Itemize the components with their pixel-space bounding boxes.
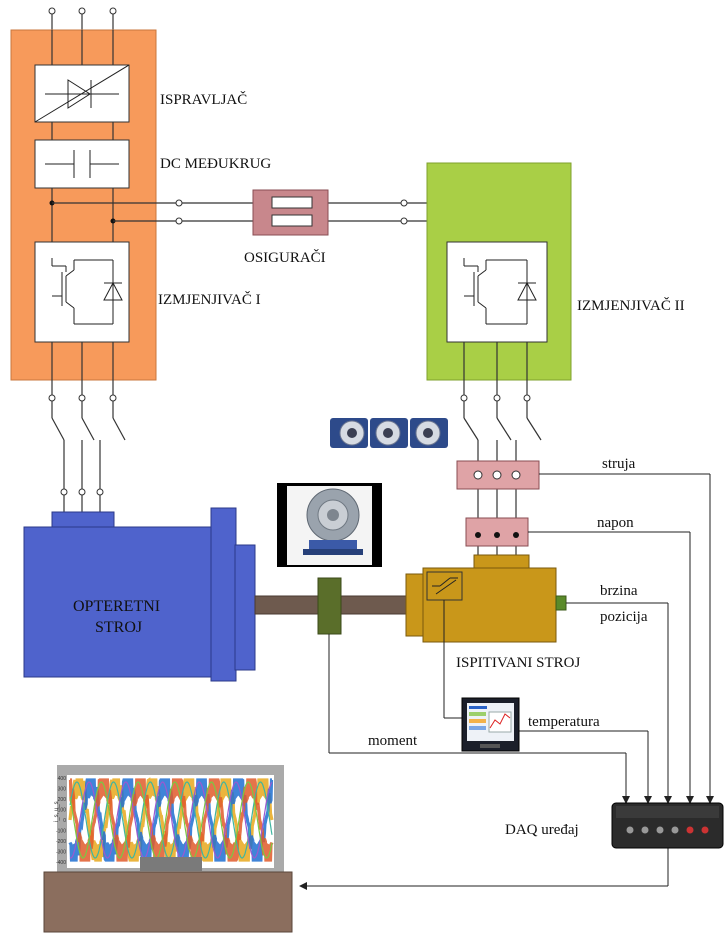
inverter-2-block <box>447 242 547 342</box>
monitor <box>44 770 292 932</box>
waveform-y-tick-label: 400 <box>58 776 67 782</box>
load-machine-label-line1: OPTERETNI <box>73 598 160 615</box>
torque-signal-label: moment <box>368 733 418 749</box>
waveform-y-tick-label: 300 <box>58 787 67 793</box>
torque-sensor-photo <box>277 483 382 567</box>
daq-label: DAQ uređaj <box>505 822 579 838</box>
waveform-y-tick-label: -100 <box>56 829 66 835</box>
daq-device <box>612 803 723 848</box>
dc-link-block <box>35 140 129 188</box>
torque-sensor <box>318 578 341 634</box>
inverter-1-label: IZMJENJIVAČ I <box>158 291 261 308</box>
current-sensor-box <box>457 461 539 489</box>
grid-input-lines <box>49 8 116 30</box>
waveform-y-label: i_s, u_s <box>54 801 60 822</box>
temperature-signal-label: temperatura <box>528 714 600 730</box>
speed-signal-label: brzina <box>600 583 638 599</box>
rectifier-block <box>35 65 129 122</box>
temperature-meter-photo <box>462 698 519 751</box>
inverter-2-label: IZMJENJIVAČ II <box>577 297 685 314</box>
temperature-sensor-symbol <box>427 572 462 600</box>
inverter-1-block <box>35 242 129 342</box>
dc-link-label: DC MEĐUKRUG <box>160 156 271 172</box>
load-machine-label-line2: STROJ <box>95 619 142 636</box>
voltage-sensor-box <box>466 518 528 546</box>
waveform-y-tick-label: 0 <box>63 818 66 824</box>
waveform-y-tick-label: -200 <box>56 839 66 845</box>
fuse-box <box>253 190 328 235</box>
voltage-signal-label: napon <box>597 515 634 531</box>
current-signal-label: struja <box>602 456 636 472</box>
position-signal-label: pozicija <box>600 609 648 625</box>
waveform-y-tick-label: -300 <box>56 850 66 856</box>
load-machine <box>24 508 255 681</box>
rectifier-label: ISPRAVLJAČ <box>160 91 247 108</box>
waveform-y-tick-label: -400 <box>56 860 66 866</box>
fuses-label: OSIGURAČI <box>244 249 326 266</box>
test-machine-label: ISPITIVANI STROJ <box>456 655 580 671</box>
current-sensor-photos <box>330 418 448 448</box>
